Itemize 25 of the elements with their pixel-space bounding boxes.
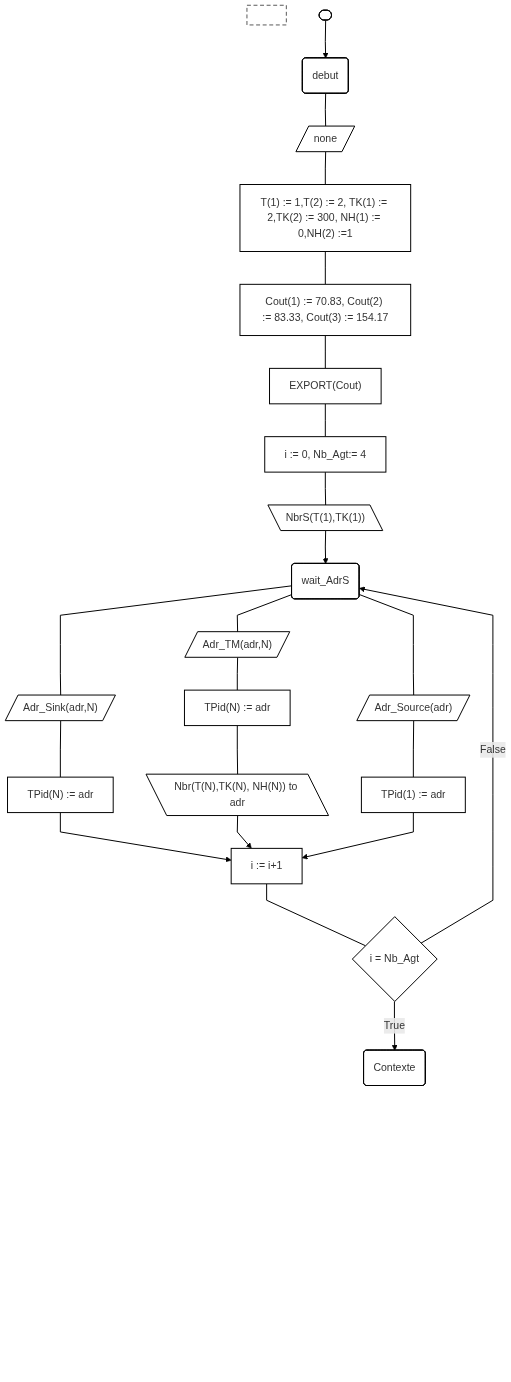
node-box: T(1) := 1,T(2) := 2, TK(1) := 2,TK(2) := 300, NH(1) := 0,NH(2) :=1: [239, 184, 412, 252]
node-box: [246, 4, 287, 26]
connector: [236, 594, 293, 633]
connector: [324, 251, 326, 285]
edge-label: True: [383, 1019, 406, 1032]
node-box: TPid(N) := adr: [7, 776, 114, 814]
connector: [412, 720, 415, 778]
connector: [324, 151, 327, 185]
connector: [324, 93, 327, 127]
connector: [324, 471, 327, 506]
connector: [266, 883, 366, 947]
connector: [236, 725, 239, 775]
edge-label: False: [480, 743, 506, 756]
node-box: Cout(1) := 70.83, Cout(2) := 83.33, Cout(3) := 154.17: [239, 283, 412, 337]
node-box: TPid(N) := adr: [183, 689, 291, 727]
connector: [59, 720, 62, 778]
node-diamond: i = Nb_Agt: [351, 916, 438, 1002]
node-box: TPid(1) := adr: [360, 776, 466, 814]
node-box: EXPORT(Cout): [269, 367, 382, 405]
node-box: i := i+1: [230, 847, 303, 885]
node-box: i := 0, Nb_Agt:= 4: [264, 436, 387, 473]
connector: [324, 335, 326, 369]
connector: [358, 594, 415, 696]
connector: [324, 403, 326, 438]
connector: [236, 657, 239, 691]
